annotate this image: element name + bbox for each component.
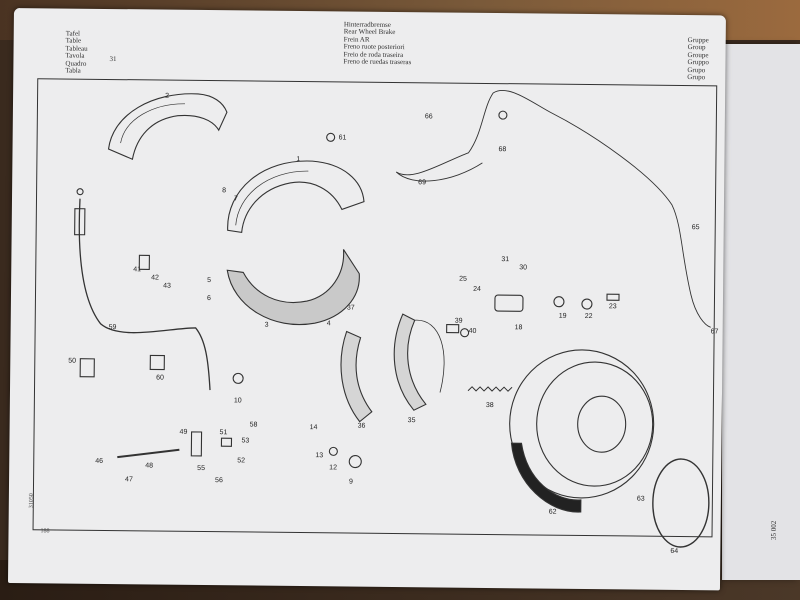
part-label: 23 xyxy=(609,303,617,310)
edge-code: 35 002 xyxy=(770,520,778,540)
part-38-spring xyxy=(467,386,513,392)
part-label: 5 xyxy=(207,277,211,284)
part-label: 41 xyxy=(133,266,141,273)
part-label: 8 xyxy=(222,187,226,194)
exploded-diagram: 2 61 1 8 7 66 68 69 65 41 42 43 5 6 3 4 … xyxy=(68,90,719,555)
part-label: 56 xyxy=(215,477,223,484)
part-label: 22 xyxy=(585,313,593,320)
part-label: 31 xyxy=(501,256,509,263)
part-18-wheel-cylinder xyxy=(494,294,524,312)
part-label: 3 xyxy=(265,322,269,329)
part-label: 10 xyxy=(234,397,242,404)
next-page-edge xyxy=(722,44,800,580)
part-59-cable xyxy=(78,198,211,391)
part-label: 69 xyxy=(418,179,426,186)
part-2-shield xyxy=(107,93,228,161)
part-label: 37 xyxy=(347,305,355,312)
part-69-brake-line xyxy=(395,162,483,182)
part-label: 19 xyxy=(559,313,567,320)
part-label: 14 xyxy=(310,424,318,431)
part-label: 40 xyxy=(469,328,477,335)
part-label: 61 xyxy=(339,134,347,141)
part-label: 49 xyxy=(180,429,188,436)
part-label: 68 xyxy=(499,146,507,153)
part-label: 50 xyxy=(68,358,76,365)
part-label: 67 xyxy=(711,328,719,335)
part-label: 1 xyxy=(296,156,300,163)
part-label: 53 xyxy=(241,437,249,444)
part-label: 52 xyxy=(237,457,245,464)
part-label: 64 xyxy=(670,548,678,555)
part-label: 12 xyxy=(329,464,337,471)
part-label: 58 xyxy=(250,421,258,428)
part-label: 30 xyxy=(519,264,527,271)
part-label: 2 xyxy=(165,93,169,100)
part-label: 9 xyxy=(349,479,353,486)
part-label: 62 xyxy=(549,509,557,516)
part-3-shield xyxy=(226,247,360,325)
part-label: 6 xyxy=(207,295,211,302)
part-label: 13 xyxy=(315,452,323,459)
part-label: 48 xyxy=(145,462,153,469)
part-label: 36 xyxy=(358,423,366,430)
part-label: 47 xyxy=(125,476,133,483)
part-1-backing-plate xyxy=(227,160,365,234)
part-label: 18 xyxy=(515,324,523,331)
part-label: 39 xyxy=(455,318,463,325)
part-label: 46 xyxy=(95,458,103,465)
part-label: 43 xyxy=(163,283,171,290)
part-label: 63 xyxy=(637,496,645,503)
part-36-brake-shoe xyxy=(340,330,373,423)
part-label: 38 xyxy=(486,402,494,409)
part-label: 51 xyxy=(220,429,228,436)
part-label: 42 xyxy=(151,274,159,281)
part-label: 35 xyxy=(408,417,416,424)
part-35-brake-shoe xyxy=(393,313,427,411)
part-label: 25 xyxy=(459,276,467,283)
part-label: 59 xyxy=(109,324,117,331)
part-label: 66 xyxy=(425,113,433,120)
part-label: 4 xyxy=(327,320,331,327)
part-label: 60 xyxy=(156,375,164,382)
part-64-ring xyxy=(652,458,710,548)
part-label: 24 xyxy=(473,286,481,293)
part-66-brake-line xyxy=(396,90,711,328)
part-62-brake-drum xyxy=(509,349,655,499)
part-label: 7 xyxy=(234,195,238,202)
catalog-page: Tafel Table Tableau Tavola Quadro Tabla … xyxy=(7,8,726,591)
part-label: 65 xyxy=(692,224,700,231)
part-label: 55 xyxy=(197,465,205,472)
